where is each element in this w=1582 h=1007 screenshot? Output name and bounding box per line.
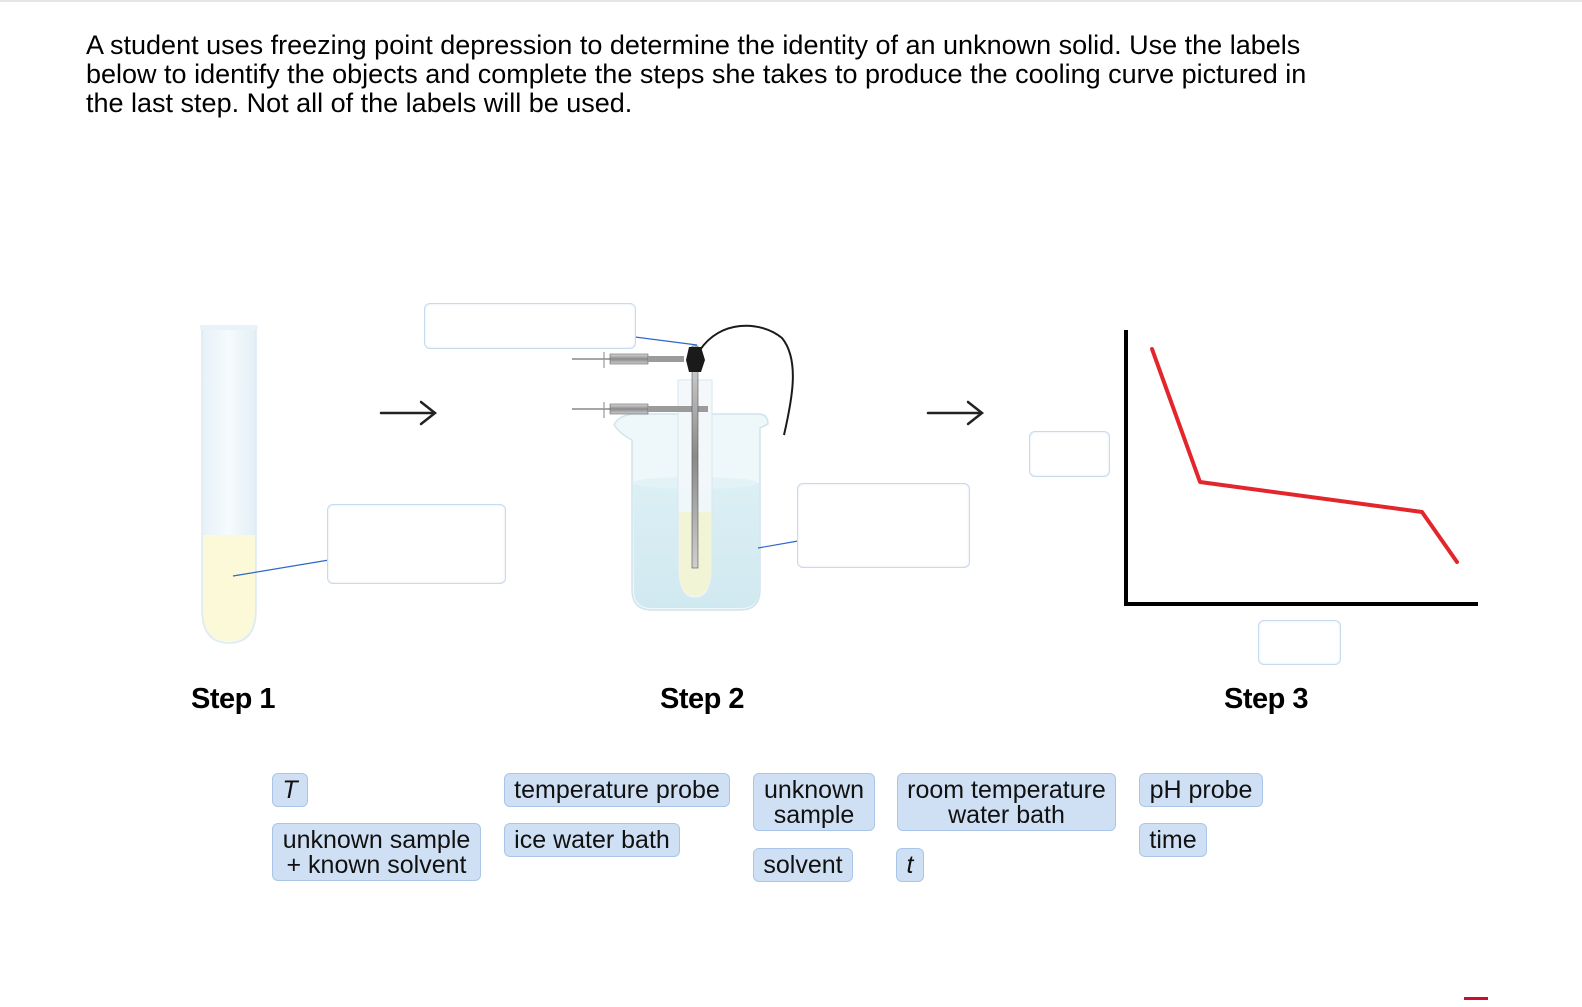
leader-line-probe: [634, 336, 698, 346]
label-chip-ice-water-bath[interactable]: ice water bath: [504, 823, 680, 857]
question-line-2: below to identify the objects and comple…: [86, 59, 1307, 89]
top-divider: [0, 0, 1582, 2]
arrow-icon-2: [926, 400, 985, 426]
label-chip-unknown-sample-known-solvent[interactable]: unknown sample + known solvent: [272, 823, 481, 881]
question-line-3: the last step. Not all of the labels wil…: [86, 88, 633, 118]
step-2-label: Step 2: [659, 683, 745, 715]
label-chip-t[interactable]: t: [896, 848, 924, 882]
label-chip-room-temperature-water-bath[interactable]: room temperature water bath: [897, 773, 1116, 831]
cooling-curve-graph: [1124, 330, 1478, 606]
label-chip-time[interactable]: time: [1139, 823, 1207, 857]
drop-zone-probe[interactable]: [424, 303, 636, 349]
drop-zone-y-axis[interactable]: [1029, 431, 1110, 477]
label-chip-unknown-sample[interactable]: unknown sample: [753, 773, 875, 831]
clamp-lower: [572, 402, 708, 418]
drop-zone-tube-contents[interactable]: [327, 504, 506, 584]
label-chip-ph-probe[interactable]: pH probe: [1139, 773, 1263, 807]
drop-zone-bath[interactable]: [797, 483, 970, 568]
corner-accent: [1464, 997, 1488, 1000]
label-chip-solvent[interactable]: solvent: [753, 848, 853, 882]
leader-line-step1: [232, 559, 330, 577]
arrow-icon-1: [379, 400, 438, 426]
question-text: A student uses freezing point depression…: [86, 31, 1446, 118]
step-1-label: Step 1: [190, 683, 276, 715]
cooling-curve-line: [1150, 347, 1459, 564]
clamp-upper: [572, 352, 684, 368]
label-chip-temperature-probe[interactable]: temperature probe: [504, 773, 730, 807]
question-line-1: A student uses freezing point depression…: [86, 30, 1301, 60]
test-tube-step1: [200, 325, 258, 644]
drop-zone-x-axis[interactable]: [1258, 620, 1341, 665]
label-chip-T[interactable]: T: [272, 773, 308, 807]
beaker-apparatus-step2: [572, 324, 794, 611]
leader-line-bath: [757, 540, 799, 549]
step-3-label: Step 3: [1223, 683, 1309, 715]
